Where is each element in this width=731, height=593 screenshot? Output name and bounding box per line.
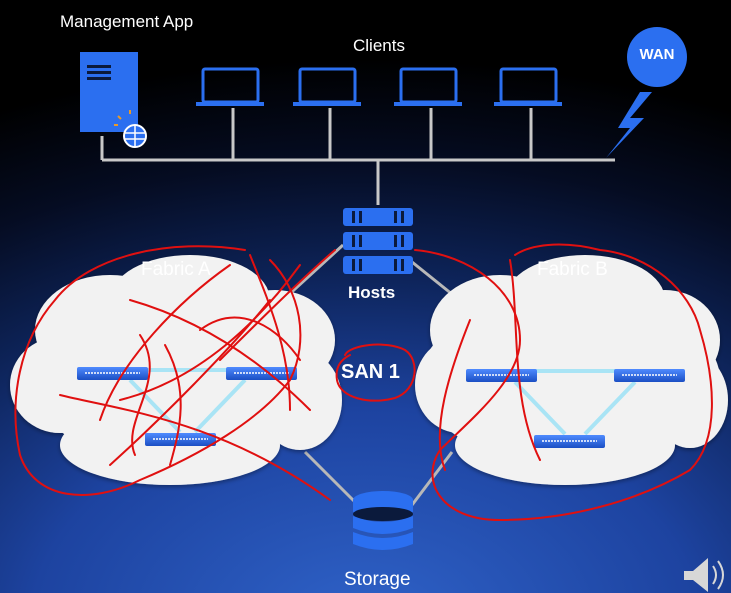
fabric-b-label: Fabric B	[537, 259, 608, 280]
switch-icon[interactable]	[77, 367, 148, 380]
rack-server-icon[interactable]	[343, 256, 413, 274]
management-server[interactable]	[80, 52, 147, 148]
management-app-label: Management App	[60, 12, 194, 31]
fabric-a-cloud	[10, 255, 342, 485]
switch-icon[interactable]	[614, 369, 685, 382]
laptop-icon[interactable]	[394, 67, 462, 106]
storage-label: Storage	[344, 569, 411, 590]
red-annotations	[14, 243, 713, 522]
wan-circle[interactable]	[627, 27, 687, 87]
san-label: SAN 1	[341, 361, 400, 383]
laptop-icon[interactable]	[293, 67, 361, 106]
switch-icon[interactable]	[226, 367, 297, 380]
rack-server-icon[interactable]	[343, 232, 413, 250]
database-icon[interactable]	[353, 491, 413, 550]
clients-label: Clients	[353, 36, 405, 55]
laptop-icon[interactable]	[196, 67, 264, 106]
wan-label: WAN	[639, 46, 675, 63]
fabric-a-label: Fabric A	[141, 259, 211, 280]
switch-icon[interactable]	[534, 435, 605, 448]
switch-icon[interactable]	[466, 369, 537, 382]
server-tower-icon	[80, 52, 138, 132]
rack-server-icon[interactable]	[343, 208, 413, 226]
fabric-b-cloud	[415, 255, 728, 485]
switch-icon[interactable]	[145, 433, 216, 446]
speaker-icon[interactable]	[684, 558, 724, 592]
globe-badge-icon	[114, 110, 147, 148]
lightning-bolt-icon	[606, 92, 652, 158]
hosts-label: Hosts	[348, 283, 396, 302]
client-network-bus	[100, 108, 615, 205]
laptop-icon[interactable]	[494, 67, 562, 106]
